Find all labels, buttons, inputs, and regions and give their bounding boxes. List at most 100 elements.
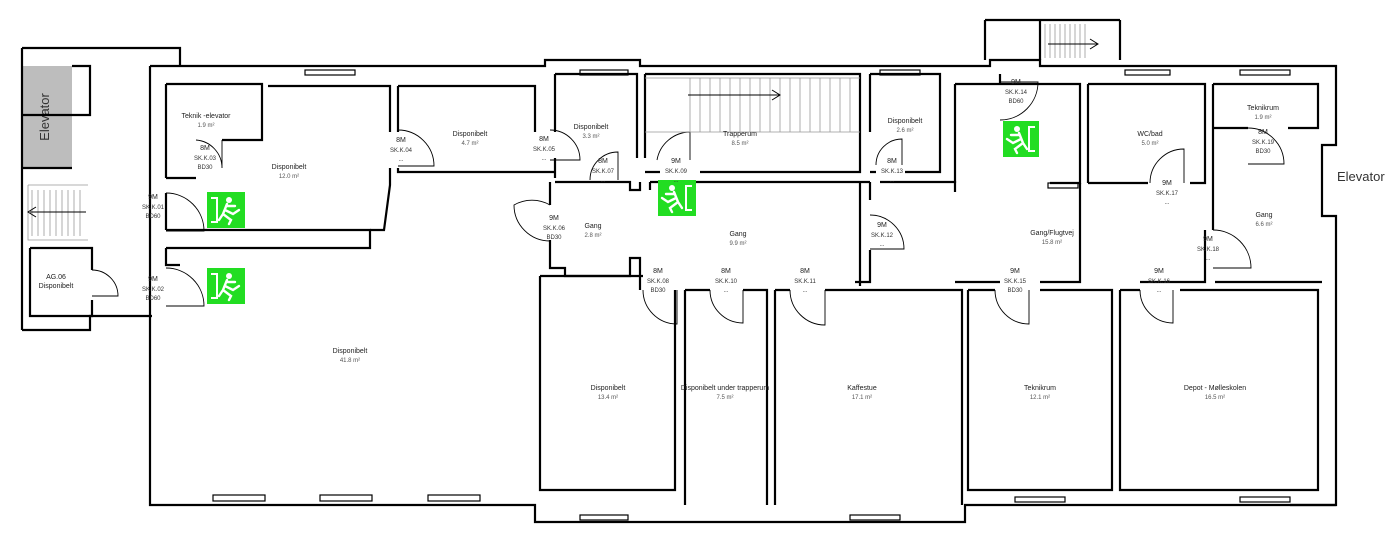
svg-text:BD30: BD30 [197, 165, 213, 171]
room-name-ag06: AG.06 [46, 274, 66, 281]
svg-text:SK.K.14: SK.K.14 [1005, 90, 1028, 96]
svg-text:SK.K.13: SK.K.13 [881, 169, 904, 175]
door-sk-k-13: 8MSK.K.13... [881, 158, 904, 184]
svg-text:...: ... [398, 157, 403, 163]
room-area: 3.3 m² [582, 134, 599, 140]
room-name: Disponibelt [591, 385, 626, 392]
svg-text:...: ... [1205, 256, 1210, 262]
svg-text:...: ... [673, 178, 678, 184]
svg-text:...: ... [879, 242, 884, 248]
room-area: 12.1 m² [1030, 395, 1050, 401]
room-name: Disponibelt [333, 348, 368, 355]
svg-text:SK.K.05: SK.K.05 [533, 147, 556, 153]
svg-text:SK.K.08: SK.K.08 [647, 279, 670, 285]
svg-text:SK.K.11: SK.K.11 [794, 279, 816, 285]
left-annex: Elevator AG.06 Disponibelt [20, 46, 182, 332]
svg-text:BD60: BD60 [145, 214, 161, 220]
running-man-exit-icon [207, 192, 245, 228]
room-name: Disponibelt [574, 124, 609, 131]
svg-text:SK.K.02: SK.K.02 [142, 287, 165, 293]
svg-text:...: ... [889, 178, 894, 184]
room-area: 4.7 m² [461, 141, 478, 147]
svg-text:SK.K.15: SK.K.15 [1004, 279, 1027, 285]
stair-trapperum [645, 77, 860, 133]
svg-text:SK.K.16: SK.K.16 [1148, 279, 1171, 285]
svg-text:8M: 8M [653, 268, 663, 275]
elevator-shaft-left [22, 66, 72, 168]
windows [212, 69, 1291, 521]
elevator-label-right: Elevator [1337, 169, 1385, 184]
svg-text:...: ... [723, 288, 728, 294]
svg-text:BD30: BD30 [650, 288, 666, 294]
room-area: 6.6 m² [1255, 222, 1272, 228]
svg-text:BD30: BD30 [1007, 288, 1023, 294]
svg-text:BD30: BD30 [546, 235, 562, 241]
svg-text:8M: 8M [598, 158, 608, 165]
svg-text:9M: 9M [148, 276, 158, 283]
svg-text:BD30: BD30 [1255, 149, 1271, 155]
svg-text:SK.K.03: SK.K.03 [194, 156, 217, 162]
svg-text:8M: 8M [396, 137, 406, 144]
room-area: 41.8 m² [340, 358, 360, 364]
svg-text:...: ... [802, 288, 807, 294]
room-area: 2.6 m² [896, 128, 913, 134]
svg-text:...: ... [1156, 288, 1161, 294]
room-area: 13.4 m² [598, 395, 618, 401]
room-area: 1.9 m² [197, 123, 214, 129]
room-area: 12.0 m² [279, 174, 299, 180]
room-name: Gang [584, 223, 601, 230]
room-area: 9.9 m² [729, 241, 746, 247]
door-sk-k-04: 8MSK.K.04... [390, 137, 413, 163]
svg-text:SK.K.19: SK.K.19 [1252, 140, 1275, 146]
svg-text:BD60: BD60 [1008, 99, 1024, 105]
door-sk-k-07: 8MSK.K.07... [592, 158, 615, 184]
room-labels: Teknik -elevator 1.9 m² Disponibelt 12.0… [181, 105, 1279, 401]
door-sk-k-18: 9M SK.K.18... [1197, 236, 1220, 262]
svg-text:8M: 8M [200, 145, 210, 152]
room-area: 5.0 m² [1141, 141, 1158, 147]
svg-text:...: ... [600, 178, 605, 184]
elevator-label-left: Elevator [37, 92, 52, 140]
room-area: 2.8 m² [584, 233, 601, 239]
room-name: Gang [1255, 212, 1272, 219]
svg-text:SK.K.12: SK.K.12 [871, 233, 894, 239]
room-name: Trapperum [723, 131, 757, 138]
svg-text:8M: 8M [800, 268, 810, 275]
svg-text:SK.K.18: SK.K.18 [1197, 247, 1220, 253]
door-sk-k-09: 9M SK.K.09... [665, 158, 688, 184]
svg-text:BD60: BD60 [145, 296, 161, 302]
svg-text:SK.K.06: SK.K.06 [543, 226, 566, 232]
svg-text:9M: 9M [671, 158, 681, 165]
door-sk-k-17: 9MSK.K.17... [1156, 180, 1179, 206]
room-area: 16.5 m² [1205, 395, 1225, 401]
svg-text:...: ... [541, 156, 546, 162]
svg-text:9M: 9M [1162, 180, 1172, 187]
room-name: Gang/Flugtvej [1030, 230, 1074, 237]
svg-text:8M: 8M [721, 268, 731, 275]
svg-text:9M: 9M [1203, 236, 1213, 243]
svg-text:9M: 9M [1010, 268, 1020, 275]
interior-walls [164, 72, 1322, 505]
room-name: Kaffestue [847, 385, 877, 392]
door-sk-k-05: 8M SK.K.05... [533, 136, 556, 162]
svg-text:9M: 9M [1011, 79, 1021, 86]
running-man-exit-icon [658, 180, 696, 216]
room-area: 15.8 m² [1042, 240, 1062, 246]
room-area: 8.5 m² [731, 141, 748, 147]
svg-text:9M: 9M [877, 222, 887, 229]
svg-text:SK.K.09: SK.K.09 [665, 169, 688, 175]
door-sk-k-16: 9MSK.K.16... [1148, 268, 1171, 294]
room-name: Disponibelt [272, 164, 307, 171]
room-area: 17.1 m² [852, 395, 872, 401]
svg-text:9M: 9M [549, 215, 559, 222]
svg-text:8M: 8M [539, 136, 549, 143]
room-area: 1.9 m² [1254, 115, 1271, 121]
svg-text:8M: 8M [1258, 129, 1268, 136]
room-name: Gang [729, 231, 746, 238]
